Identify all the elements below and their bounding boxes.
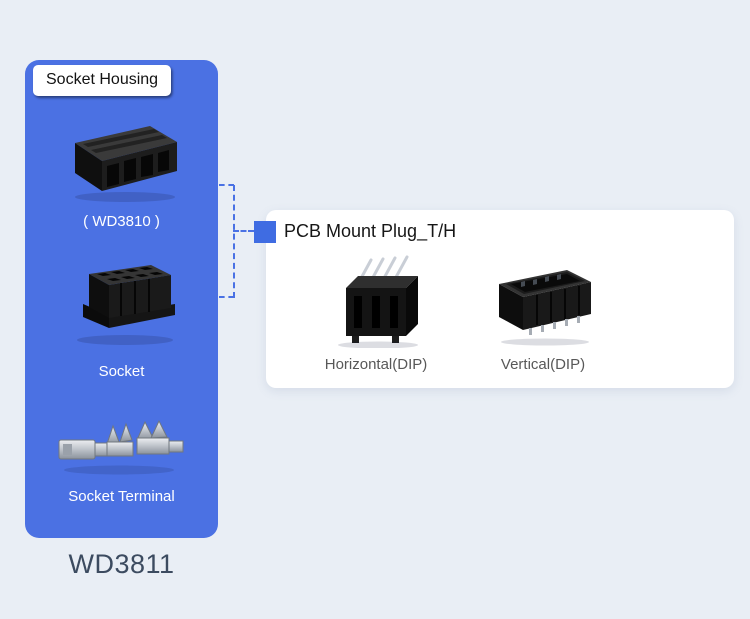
figure-vertical-dip: Vertical(DIP) xyxy=(478,252,608,373)
card-title: PCB Mount Plug_T/H xyxy=(284,221,457,241)
figure-horizontal-dip: Horizontal(DIP) xyxy=(311,252,441,373)
item-caption-wd3810: ( WD3810 ) xyxy=(83,213,160,230)
horizontal-dip-image xyxy=(338,255,418,348)
card-bullet-marker xyxy=(254,221,276,243)
socket-terminal-image xyxy=(58,419,184,475)
pcb-mount-plug-card: PCB Mount Plug_T/H Horizon xyxy=(266,210,734,388)
vertical-dip-image xyxy=(499,270,591,346)
connector-line-vertical xyxy=(233,185,235,298)
panel-title-badge: Socket Housing xyxy=(33,65,172,96)
socket-housing-image xyxy=(75,126,177,202)
connector-line-top xyxy=(219,184,234,186)
figure-caption-vertical: Vertical(DIP) xyxy=(500,356,586,373)
figure-caption-horizontal: Horizontal(DIP) xyxy=(324,356,428,373)
series-code-label: WD3811 xyxy=(68,549,175,579)
item-caption-socket-terminal: Socket Terminal xyxy=(68,488,175,505)
item-caption-socket: Socket xyxy=(98,363,145,380)
socket-housing-panel: Socket Housing ( WD3810 ) xyxy=(25,60,218,538)
socket-image xyxy=(77,265,175,345)
connector-line-bottom xyxy=(219,296,234,298)
connector-line-middle xyxy=(233,230,254,232)
